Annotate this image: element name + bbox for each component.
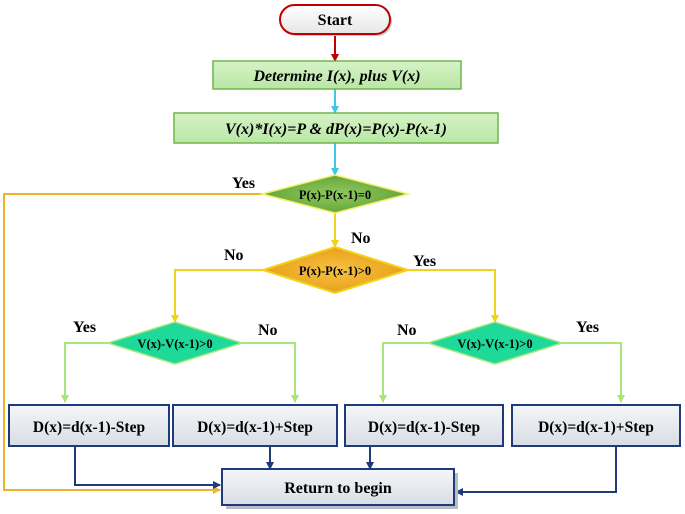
action-box-3-label: D(x)=d(x-1)-Step [368, 419, 480, 436]
label-yes-sign: Yes [413, 253, 436, 270]
start-label: Start [318, 12, 353, 29]
action-box-2: D(x)=d(x-1)+Step [172, 404, 338, 447]
arrow-box1-to-return [74, 446, 221, 489]
label-no-main: No [351, 230, 371, 247]
label-no-sign: No [224, 247, 244, 264]
label-yes-main: Yes [232, 175, 255, 192]
arrow-box4-to-return [455, 446, 617, 496]
action-box-1: D(x)=d(x-1)-Step [8, 404, 170, 447]
label-no-right: No [397, 322, 417, 339]
arrow-right-yes [562, 342, 625, 403]
arrow-sign-yes [408, 269, 499, 323]
label-yes-right: Yes [576, 319, 599, 336]
arrow-sign-no [171, 269, 263, 323]
action-box-4: D(x)=d(x-1)+Step [511, 404, 681, 447]
label-no-left: No [258, 322, 278, 339]
start-node: Start [279, 4, 392, 36]
arrow-left-yes [61, 342, 108, 403]
action-box-1-label: D(x)=d(x-1)-Step [33, 419, 145, 436]
decision-dp-positive: P(x)-P(x-1)>0 [259, 245, 412, 295]
arrow-left-no [242, 342, 299, 403]
decision-dp-zero-label: P(x)-P(x-1)=0 [299, 188, 371, 202]
determine-node: Determine I(x), plus V(x) [212, 60, 462, 90]
decision-dv-right-label: V(x)-V(x-1)>0 [457, 337, 532, 351]
decision-dv-right: V(x)-V(x-1)>0 [425, 321, 565, 365]
return-node: Return to begin [221, 468, 458, 509]
power-node: V(x)*I(x)=P & dP(x)=P(x)-P(x-1) [173, 112, 499, 144]
label-yes-left: Yes [73, 319, 96, 336]
arrow-main-yes-to-return [3, 193, 262, 494]
arrow-right-no [379, 342, 428, 403]
decision-dv-left: V(x)-V(x-1)>0 [105, 321, 245, 365]
decision-dv-left-label: V(x)-V(x-1)>0 [137, 337, 212, 351]
power-label: V(x)*I(x)=P & dP(x)=P(x)-P(x-1) [225, 121, 447, 138]
return-label: Return to begin [284, 480, 392, 497]
action-box-3: D(x)=d(x-1)-Step [344, 404, 504, 447]
decision-dp-positive-label: P(x)-P(x-1)>0 [299, 264, 371, 278]
decision-dp-zero: P(x)-P(x-1)=0 [259, 174, 411, 214]
determine-label: Determine I(x), plus V(x) [252, 68, 420, 85]
action-box-4-label: D(x)=d(x-1)+Step [538, 419, 654, 436]
action-box-2-label: D(x)=d(x-1)+Step [197, 419, 313, 436]
